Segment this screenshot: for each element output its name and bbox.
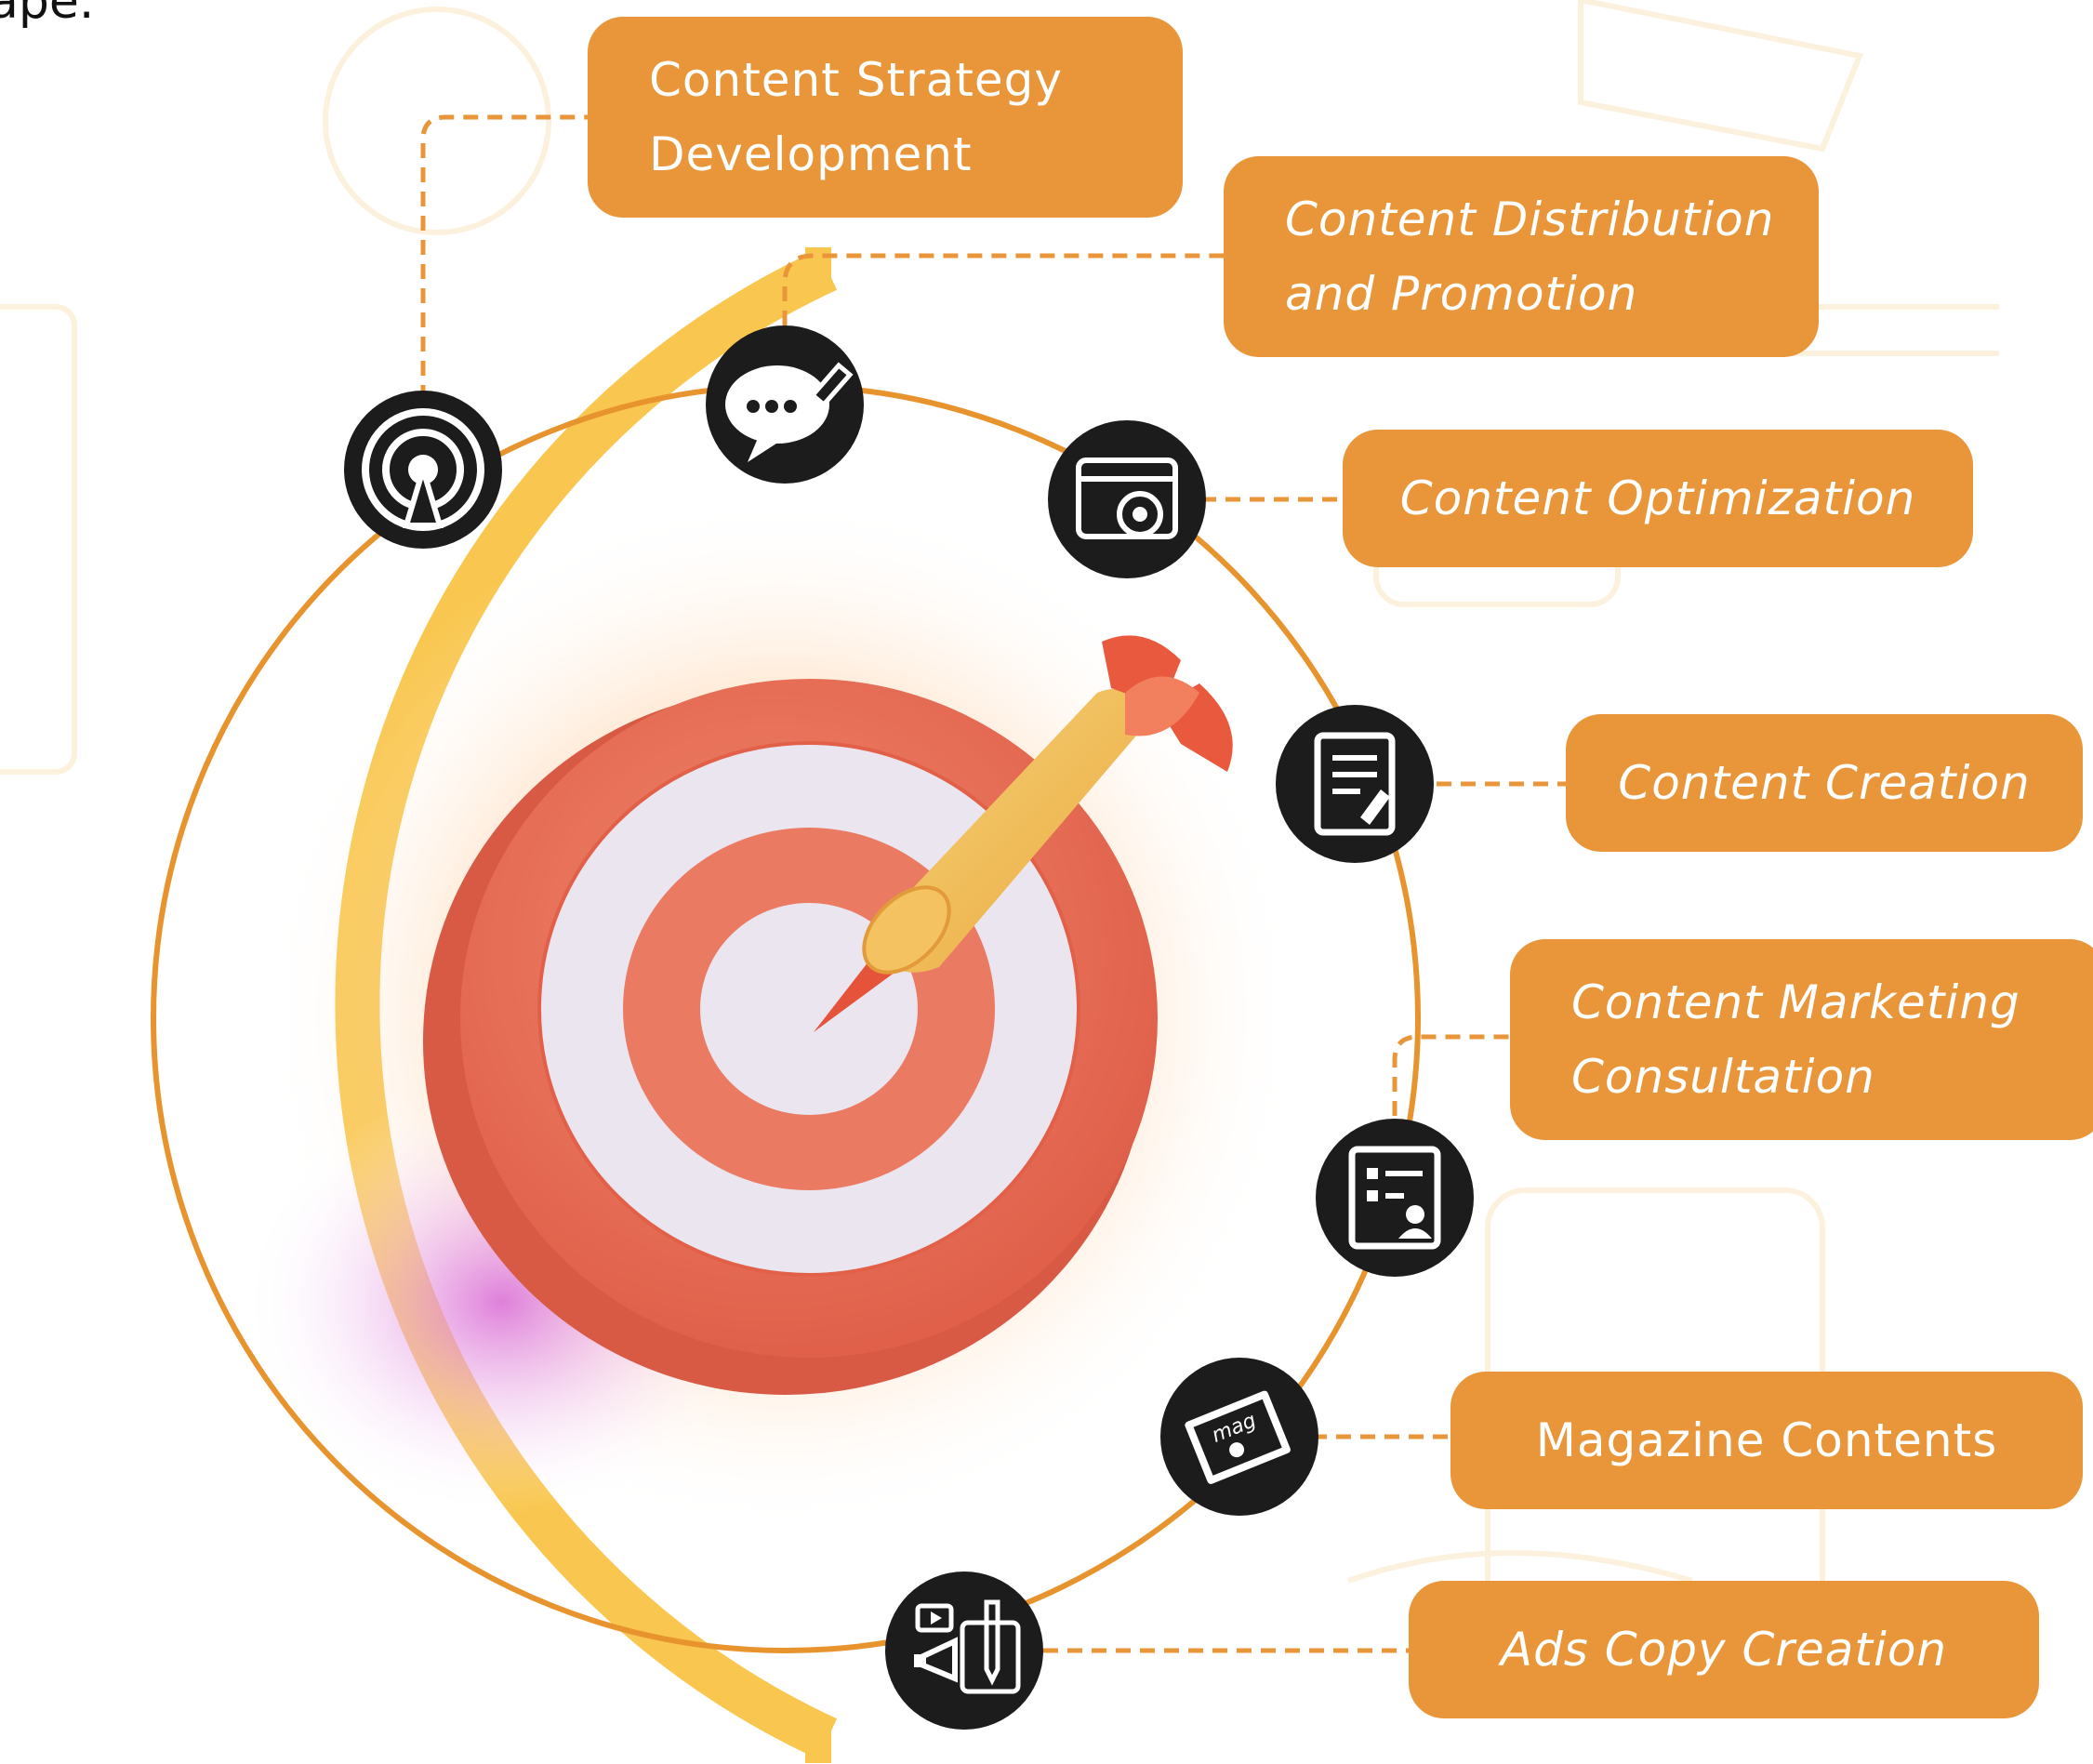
- service-box-magazine-contents: Magazine Contents: [1451, 1372, 2083, 1509]
- connector-consultation: [1392, 1034, 1510, 1116]
- service-label: Content Creation: [1618, 756, 2031, 810]
- chat-edit-icon: [706, 325, 864, 484]
- browser-gear-icon: [1048, 420, 1206, 578]
- service-label: Content Optimization: [1399, 471, 1916, 525]
- header-fragment: ape.: [0, 0, 95, 30]
- service-label: Content Distribution and Promotion: [1285, 192, 1775, 321]
- service-box-content-distribution-and-promotion: Content Distribution and Promotion: [1224, 156, 1819, 357]
- dart-collar: [862, 885, 951, 975]
- connector-strategy: [420, 114, 588, 400]
- service-box-ads-copy-creation: Ads Copy Creation: [1409, 1581, 2039, 1718]
- service-label: Magazine Contents: [1535, 1413, 1998, 1467]
- target-ring-outline: [537, 741, 1080, 1277]
- magazine-icon: mag: [1160, 1358, 1318, 1516]
- megaphone-media-icon: [885, 1572, 1043, 1730]
- service-box-content-creation: Content Creation: [1566, 714, 2083, 852]
- dart-fin-core: [1125, 676, 1199, 736]
- service-label: Content Strategy Development: [649, 53, 1063, 181]
- service-label: Content Marketing Consultation: [1571, 975, 2020, 1104]
- service-label: Ads Copy Creation: [1500, 1623, 1948, 1677]
- dart: [814, 635, 1233, 1032]
- service-box-content-strategy-development: Content Strategy Development: [588, 17, 1183, 218]
- service-box-content-optimization: Content Optimization: [1343, 430, 1973, 567]
- service-box-content-marketing-consultation: Content Marketing Consultation: [1510, 939, 2093, 1140]
- broadcast-icon: [344, 391, 502, 549]
- yellow-arc-cap-bottom: [805, 1717, 831, 1763]
- profile-card-icon: [1316, 1119, 1474, 1277]
- connector-distribution: [782, 253, 1224, 325]
- document-edit-icon: [1276, 705, 1434, 863]
